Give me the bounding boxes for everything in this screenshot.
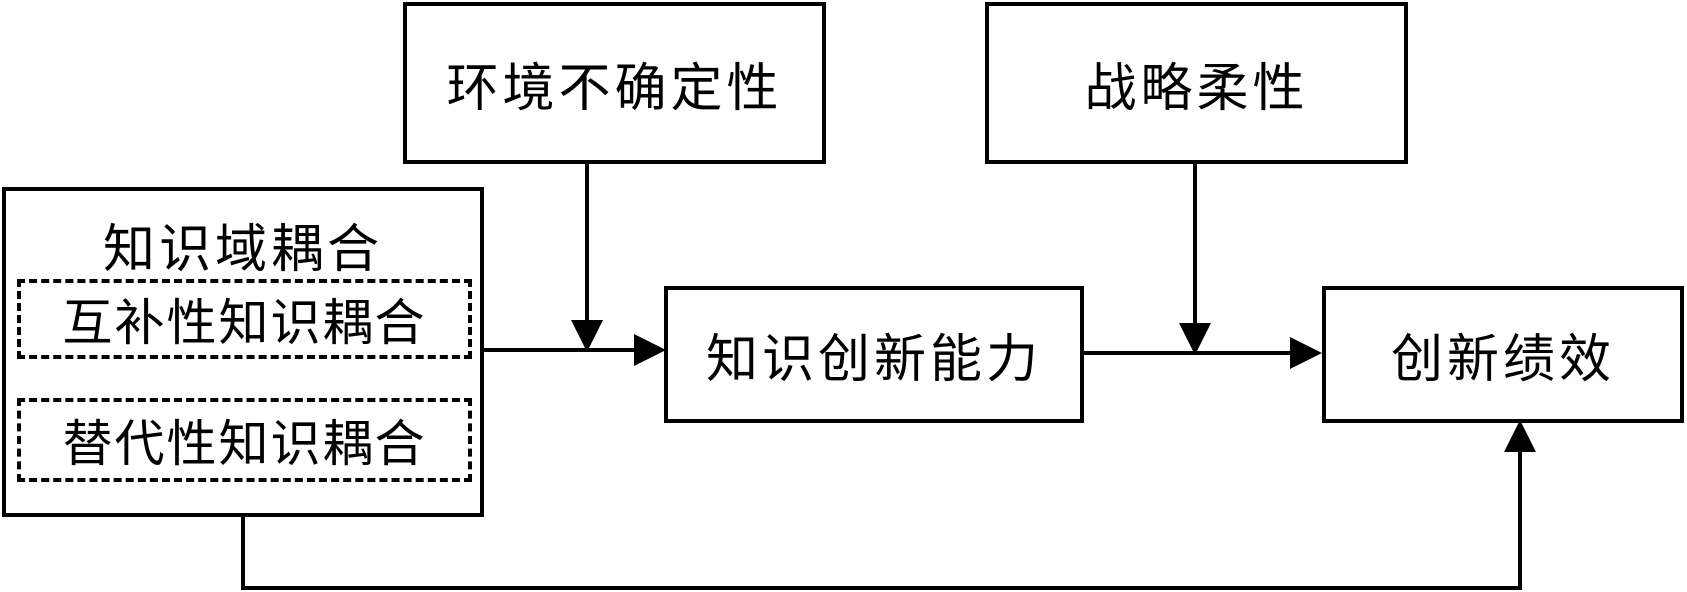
strategic-flexibility-label: 战略柔性 <box>1084 58 1309 119</box>
edge-coupling-to-performance <box>241 420 1536 590</box>
innovation-performance-label: 创新绩效 <box>1390 330 1615 390</box>
knowledge-innovation-capability-label: 知识创新能力 <box>705 330 1042 390</box>
environment-uncertainty-node: 环境不确定性 <box>403 2 826 164</box>
innovation-performance-node: 创新绩效 <box>1322 286 1684 423</box>
strategic-flexibility-node: 战略柔性 <box>985 2 1408 164</box>
knowledge-domain-coupling-title: 知识域耦合 <box>102 220 383 280</box>
knowledge-innovation-capability-node: 知识创新能力 <box>664 286 1084 423</box>
knowledge-domain-coupling-node: 知识域耦合 互补性知识耦合 替代性知识耦合 <box>2 187 484 517</box>
complementary-knowledge-coupling-label: 互补性知识耦合 <box>62 294 427 352</box>
substitutive-knowledge-coupling: 替代性知识耦合 <box>17 398 472 482</box>
environment-uncertainty-label: 环境不确定性 <box>446 58 783 119</box>
substitutive-knowledge-coupling-label: 替代性知识耦合 <box>62 415 427 473</box>
complementary-knowledge-coupling: 互补性知识耦合 <box>17 279 472 359</box>
